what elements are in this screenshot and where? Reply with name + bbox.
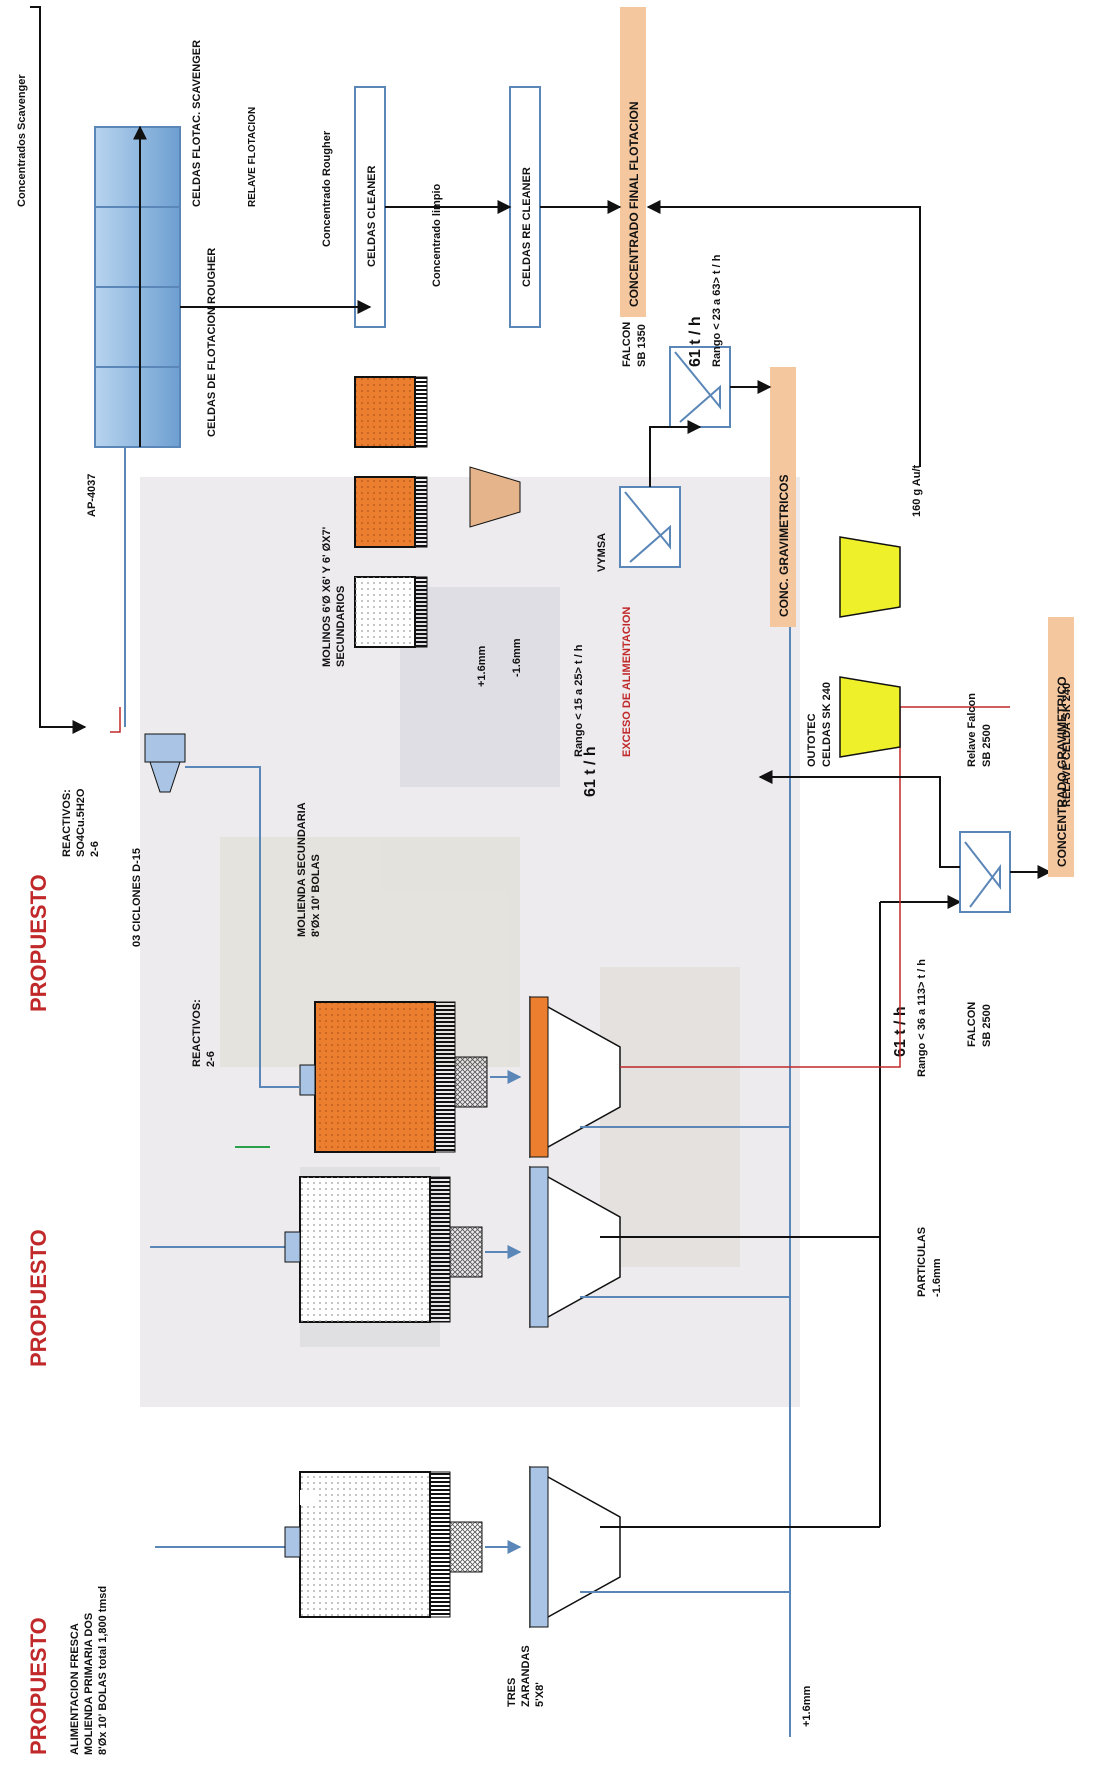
conc-rougher-label: Concentrado Rougher — [321, 130, 333, 247]
minus-1.6mm-mid: -1.6mm — [511, 638, 523, 677]
rango-top: Rango < 23 a 63> t / h — [711, 254, 723, 367]
secondary-mill-a — [355, 577, 427, 647]
conc-scavenger-line — [30, 7, 85, 727]
exceso-label: EXCESO DE ALIMENTACION — [621, 607, 633, 757]
conc-gravimetricos-label: CONC. GRAVIMETRICOS — [777, 475, 791, 617]
reactivos-top-line — [110, 707, 120, 732]
conc-scavenger-label: Concentrados Scavenger — [16, 74, 28, 207]
plus-1.6mm-mid: +1.6mm — [476, 646, 488, 687]
falcon-2500-label: FALCON SB 2500 — [966, 999, 993, 1047]
rango-mid: Rango < 15 a 25> t / h — [573, 644, 585, 757]
falcon-1350-label: FALCON SB 1350 — [621, 319, 648, 367]
vymsa-label: VYMSA — [596, 533, 608, 572]
alimentacion-label: ALIMENTACION FRESCA MOLIENDA PRIMARIA DO… — [69, 1586, 109, 1755]
plus-1.6mm-bottom: +1.6mm — [801, 1686, 813, 1727]
tph-top: 61 t / h — [687, 316, 704, 367]
particulas-label: PARTICULAS -1.6mm — [916, 1224, 943, 1297]
primary-mill-1 — [285, 1472, 482, 1617]
sk240-cell-1 — [840, 537, 900, 617]
au-grade-label: 160 g Au/t — [911, 465, 923, 517]
relave-falcon-label: Relave Falcon SB 2500 — [966, 690, 993, 767]
sk240-cell-2 — [840, 677, 900, 757]
secondary-mill-c — [355, 377, 427, 447]
rango-low: Rango < 36 a 113> t / h — [916, 959, 928, 1077]
propuesto-label-3: PROPUESTO — [26, 874, 51, 1012]
ap4037-label: AP-4037 — [86, 474, 98, 517]
relave-sk-label: RELAVE CELDA SK 240 — [1061, 683, 1073, 807]
celdas-cleaner-label: CELDAS CLEANER — [366, 165, 378, 267]
vymsa-unit — [620, 487, 680, 567]
reactivos-top-label: REACTIVOS: SO4Cu.5H2O 2-6 — [61, 785, 101, 857]
conc-final-label: CONCENTRADO FINAL FLOTACION — [627, 101, 641, 307]
conc-limpio-label: Concentrado limpio — [431, 183, 443, 287]
zarandas-label: TRES ZARANDAS 5'X8' — [506, 1642, 546, 1707]
rougher-cells — [95, 127, 180, 447]
celdas-recleaner-label: CELDAS RE CLEANER — [521, 167, 533, 287]
celdas-rougher-label: CELDAS DE FLOTACION ROUGHER — [206, 248, 218, 437]
propuesto-label-2: PROPUESTO — [26, 1229, 51, 1367]
celdas-sk-label: CELDAS SK 240 OUTOTEC — [806, 679, 833, 767]
secondary-mill-b — [355, 477, 427, 547]
propuesto-label-1: PROPUESTO — [26, 1617, 51, 1755]
ciclones-label: 03 CICLONES D-15 — [131, 848, 143, 947]
falcon-sb2500 — [960, 832, 1010, 912]
celdas-scavenger-label: CELDAS FLOTAC. SCAVENGER — [191, 40, 203, 207]
screen-1 — [530, 1467, 620, 1627]
relave-flotacion-label: RELAVE FLOTACION — [247, 107, 258, 207]
